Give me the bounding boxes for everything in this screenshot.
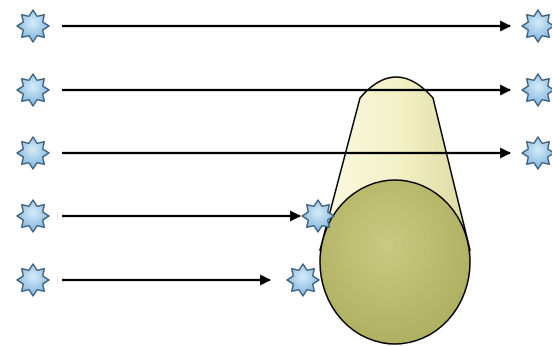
source-star-icon: [16, 199, 50, 233]
arrow-rows: [16, 9, 552, 297]
cone-base: [319, 179, 471, 345]
target-star-icon: [521, 73, 552, 107]
source-star-icon: [16, 136, 50, 170]
target-star-icon: [301, 199, 335, 233]
source-star-icon: [16, 9, 50, 43]
source-star-icon: [16, 263, 50, 297]
target-star-icon: [521, 136, 552, 170]
source-star-icon: [16, 73, 50, 107]
target-star-icon: [521, 9, 552, 43]
cone-shape: [319, 76, 471, 345]
target-star-icon: [286, 263, 320, 297]
